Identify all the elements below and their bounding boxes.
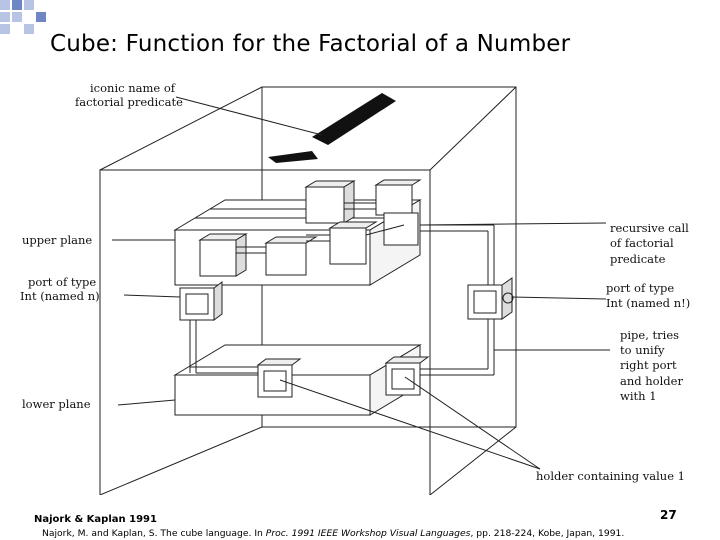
upper-plane-cubes — [198, 179, 422, 277]
label-recursive-2: of factorial — [610, 236, 674, 250]
corner-decoration — [0, 0, 60, 40]
label-upper-plane: upper plane — [22, 233, 92, 247]
lower-plane-slab — [173, 344, 422, 416]
citation-full-prefix: Najork, M. and Kaplan, S. The cube langu… — [42, 528, 266, 539]
label-pipe-1: pipe, tries — [620, 328, 679, 342]
label-holder: holder containing value 1 — [536, 469, 685, 483]
port-cubes — [179, 277, 514, 321]
outer-cube — [99, 86, 517, 495]
label-pipe-3: right port — [620, 358, 677, 372]
cube-diagram: iconic name of factorial predicate upper… — [0, 75, 720, 495]
citation-full-suffix: , pp. 218-224, Kobe, Japan, 1991. — [470, 528, 625, 539]
pipes — [189, 224, 495, 376]
diagram-labels: iconic name of factorial predicate upper… — [20, 81, 690, 483]
factorial-icon — [268, 93, 396, 163]
citation-full: Najork, M. and Kaplan, S. The cube langu… — [42, 528, 624, 539]
annotation-leaders — [112, 96, 610, 470]
label-port-left-2: Int (named n) — [20, 289, 100, 303]
citation-short: Najork & Kaplan 1991 — [34, 514, 157, 525]
label-lower-plane: lower plane — [22, 397, 91, 411]
label-recursive-1: recursive call — [610, 221, 689, 235]
slide-title: Cube: Function for the Factorial of a Nu… — [50, 31, 571, 57]
page-number: 27 — [660, 508, 677, 522]
label-port-right-1: port of type — [606, 281, 674, 295]
label-port-left-1: port of type — [28, 275, 96, 289]
label-pipe-2: to unify — [620, 343, 665, 357]
label-pipe-5: with 1 — [620, 389, 657, 403]
label-port-right-2: Int (named n!) — [606, 296, 690, 310]
label-iconic-name-1: iconic name of — [90, 81, 176, 95]
citation-full-venue: Proc. 1991 IEEE Workshop Visual Language… — [265, 528, 471, 539]
label-recursive-3: predicate — [610, 252, 666, 266]
label-iconic-name-2: factorial predicate — [75, 95, 183, 109]
lower-plane-cubes — [256, 356, 430, 398]
label-pipe-4: and holder — [620, 374, 683, 388]
